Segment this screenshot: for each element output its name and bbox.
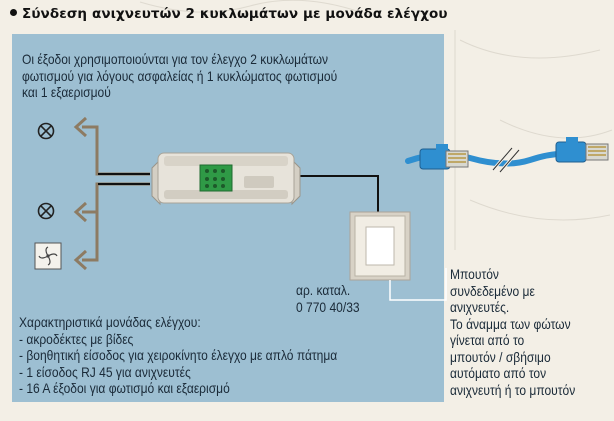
signal-wires xyxy=(98,173,379,213)
note-line: αυτόματο από τον xyxy=(450,365,547,381)
callout-line xyxy=(389,268,447,301)
feature-item: - 16 A έξοδοι για φωτισμό και εξαερισμό xyxy=(19,380,230,396)
intro-text: Οι έξοδοι χρησιμοποιούνται για τον έλεγχ… xyxy=(22,51,337,101)
note-line: συνδεδεμένο με xyxy=(450,282,535,299)
intro-line-1: Οι έξοδοι χρησιμοποιούνται για τον έλεγχ… xyxy=(22,51,329,67)
feature-item: - ακροδέκτες με βίδες xyxy=(19,330,134,347)
feature-item: - 1 είσοδος RJ 45 για ανιχνευτές xyxy=(19,363,191,380)
output-wires xyxy=(73,116,150,271)
button-note: Μπουτόν συνδεδεμένο με ανιχνευτές. Το άν… xyxy=(450,266,575,398)
intro-line-3: και 1 εξαερισμού xyxy=(22,84,111,100)
lamp-icon xyxy=(37,202,55,220)
title-text: Σύνδεση ανιχνευτών 2 κυκλωμάτων με μονάδ… xyxy=(22,6,448,22)
note-line: ανιχνευτές. xyxy=(450,299,510,315)
catalog-label: αρ. καταλ. xyxy=(296,282,351,298)
catalog-number: αρ. καταλ. 0 770 40/33 xyxy=(296,282,360,315)
note-line: γίνεται από το xyxy=(450,332,525,348)
intro-line-2: φωτισμού για λόγους ασφαλείας ή 1 κυκλώμ… xyxy=(22,67,338,84)
rj45-cable-icon xyxy=(405,137,609,173)
catalog-code: 0 770 40/33 xyxy=(296,298,360,315)
control-unit-module xyxy=(151,152,301,206)
feature-item: - βοηθητική είσοδος για χειροκίνητο έλεγ… xyxy=(19,347,338,363)
note-line: ανιχνευτή ή το μπουτόν xyxy=(450,381,576,398)
note-line: Μπουτόν xyxy=(450,266,499,282)
features-list: Χαρακτηριστικά μονάδας ελέγχου: - ακροδέ… xyxy=(19,314,337,397)
lamp-icon xyxy=(37,122,55,140)
diagram-title: Σύνδεση ανιχνευτών 2 κυκλωμάτων με μονάδ… xyxy=(10,6,610,22)
push-button-switch xyxy=(349,211,411,281)
note-line: μπουτόν / σβήσιμο xyxy=(450,348,551,365)
note-line: Το άναμμα των φώτων xyxy=(450,315,571,332)
features-heading: Χαρακτηριστικά μονάδας ελέγχου: xyxy=(19,314,201,330)
bullet-icon xyxy=(10,9,17,16)
fan-icon xyxy=(34,242,62,270)
